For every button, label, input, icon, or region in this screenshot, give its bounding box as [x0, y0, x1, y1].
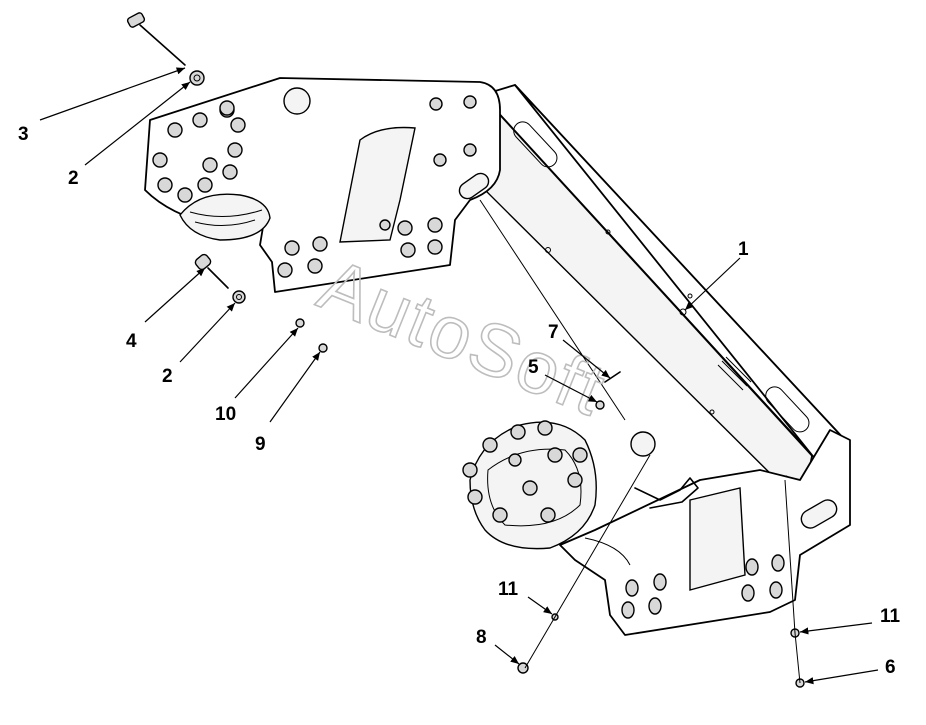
- callout-labels: 3 2 4 2 10 9 1 7 5 11 8 11 6: [18, 124, 901, 678]
- plate-slot: [458, 172, 490, 200]
- callout-2-lower: 2: [162, 366, 173, 387]
- flexible-coupling: [462, 420, 597, 550]
- lower-plate-cutout: [689, 487, 746, 591]
- screw-7: [604, 371, 621, 383]
- callout-5: 5: [528, 357, 539, 378]
- clip-bracket: [634, 477, 699, 509]
- callout-8: 8: [476, 627, 487, 648]
- bolt-studs-lower: [621, 554, 785, 619]
- washer-5: [595, 400, 605, 410]
- plate-cutout: [339, 126, 416, 243]
- callout-3: 3: [18, 124, 29, 145]
- callout-6: 6: [885, 657, 896, 678]
- leader-lines: [39, 67, 879, 685]
- beam-slot-lower: [765, 386, 810, 433]
- upper-hub: [179, 193, 271, 241]
- fasteners: [126, 12, 805, 688]
- rod: [479, 199, 626, 421]
- beam-slot-upper: [513, 121, 558, 168]
- screw-10: [295, 318, 305, 328]
- long-bolt-3: [126, 12, 186, 66]
- lower-plate-slot: [800, 499, 838, 529]
- callout-4: 4: [126, 331, 137, 352]
- washer-2-lower: [232, 290, 246, 304]
- callout-1: 1: [738, 239, 749, 260]
- callout-10: 10: [215, 404, 236, 425]
- beam-label-plate: [717, 356, 752, 391]
- callout-11-right: 11: [880, 606, 901, 627]
- wire: [584, 537, 631, 566]
- washer-2-upper: [189, 70, 235, 116]
- nut-8: [517, 662, 529, 674]
- callout-11-left: 11: [498, 579, 519, 600]
- nut-9: [318, 343, 328, 353]
- coupling-bolts: [462, 420, 588, 523]
- main-beam: [479, 84, 846, 507]
- bolt-4: [194, 253, 229, 289]
- upper-bracket-plate: [144, 77, 501, 293]
- mounting-hole: [283, 87, 311, 115]
- callout-9: 9: [255, 434, 266, 455]
- callout-7: 7: [548, 322, 559, 343]
- lower-bracket-plate: [462, 420, 851, 636]
- callout-2-upper: 2: [68, 168, 79, 189]
